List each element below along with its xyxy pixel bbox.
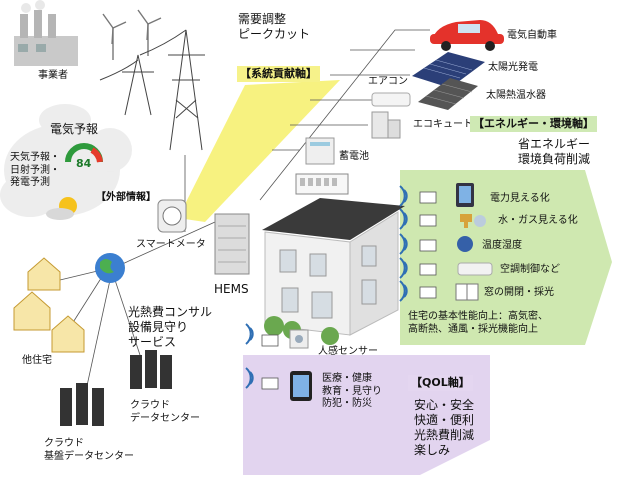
pv-label: 太陽光発電 (488, 62, 538, 73)
power-vis-label: 電力見える化 (490, 193, 550, 204)
connector-lines (59, 29, 430, 396)
ac-control-label: 空調制御など (500, 264, 560, 275)
qol-axis-label: 【QOL軸】 (408, 375, 473, 391)
hems-label: HEMS (214, 282, 249, 296)
faucet-icon (460, 214, 486, 228)
solar-heater-label: 太陽熱温水器 (486, 90, 546, 101)
cloud-dc-label: クラウド データセンター (130, 400, 200, 424)
wifi-icon (245, 185, 408, 389)
hems-server-icon (214, 213, 250, 275)
other-homes-label: 他住宅 (22, 355, 52, 366)
house-icon (262, 198, 405, 345)
external-info-label: 【外部情報】 (96, 192, 156, 203)
aircon-label: エアコン (368, 76, 408, 87)
ecocute-label: エコキュート (413, 119, 473, 130)
cloud-base-dc-label: クラウド 基盤データセンター (44, 438, 134, 462)
ac-unit-small-icon (457, 262, 493, 276)
grid-beam (178, 80, 340, 222)
tablet-icon (290, 183, 474, 401)
temp-humidity-label: 温度湿度 (482, 240, 522, 251)
smart-meter-icon (157, 199, 187, 233)
battery-icon (305, 137, 335, 165)
window-icon (455, 283, 479, 301)
house-performance-label: 住宅の基本性能向上：高気密、 高断熱、通風・採光機能向上 (408, 311, 548, 335)
energy-benefit-label: 省エネルギー 環境負荷削減 (518, 137, 591, 166)
battery-label: 蓄電池 (339, 151, 369, 162)
electric-car-icon (430, 20, 504, 51)
water-gas-vis-label: 水・ガス見える化 (498, 215, 578, 226)
distribution-board-icon (295, 173, 349, 195)
forecast-title: 電気予報 (50, 122, 99, 136)
solar-water-heater-icon (418, 78, 478, 110)
forecast-body: 天気予報・ 日射予測・ 発電予測 (10, 152, 60, 188)
server-icon (60, 350, 172, 426)
grid-axis-label: 【系統貢献軸】 (237, 66, 320, 82)
sun-icon (46, 197, 77, 220)
motion-sensor-label: 人感センサー (318, 346, 378, 357)
sensor-box-icons (261, 191, 437, 390)
gauge-icon (65, 143, 103, 163)
energy-axis-label: 【エネルギー・環境軸】 (470, 116, 597, 132)
solar-panel-icon (412, 52, 485, 88)
power-plant-icon (14, 0, 78, 66)
energy-band-arrow (400, 170, 612, 345)
wind-turbine-icon (102, 9, 162, 60)
window-label: 窓の開閉・採光 (484, 287, 554, 298)
globe-icon (95, 253, 125, 283)
heat-pump-icon (371, 111, 401, 139)
demand-label: 需要調整 ピークカット (238, 12, 311, 41)
smart-meter-label: スマートメータ (136, 239, 206, 250)
motion-sensor-icon (289, 329, 309, 349)
house-icon-small (13, 257, 85, 353)
consulting-label: 光熱費コンサル 設備見守り サービス (128, 305, 213, 349)
transmission-tower-icon (99, 29, 205, 151)
thermometer-icon (457, 236, 473, 252)
services-label: 医療・健康 教育・見守り 防犯・防災 (322, 373, 382, 409)
air-conditioner-icon (371, 92, 411, 107)
ev-label: 電気自動車 (507, 30, 557, 41)
qol-benefits-label: 安心・安全 快適・便利 光熱費削減 楽しみ (414, 398, 475, 457)
operator-label: 事業者 (38, 70, 68, 81)
gauge-value: 84 (76, 157, 92, 170)
